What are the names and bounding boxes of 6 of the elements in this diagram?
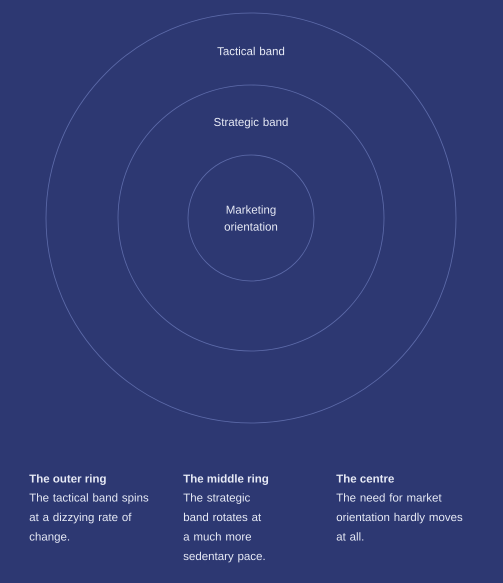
- column-heading: The centre: [336, 474, 394, 483]
- column-text: The need for market orientation hardly moves at all.: [336, 493, 462, 541]
- column-text: The tactical band spins at a dizzying rate of change.: [29, 493, 148, 543]
- column-heading: The outer ring: [29, 474, 106, 485]
- column-text: The strategic band rotates at a much more sedentary pace.: [183, 493, 265, 562]
- column-heading: The middle ring: [183, 474, 268, 485]
